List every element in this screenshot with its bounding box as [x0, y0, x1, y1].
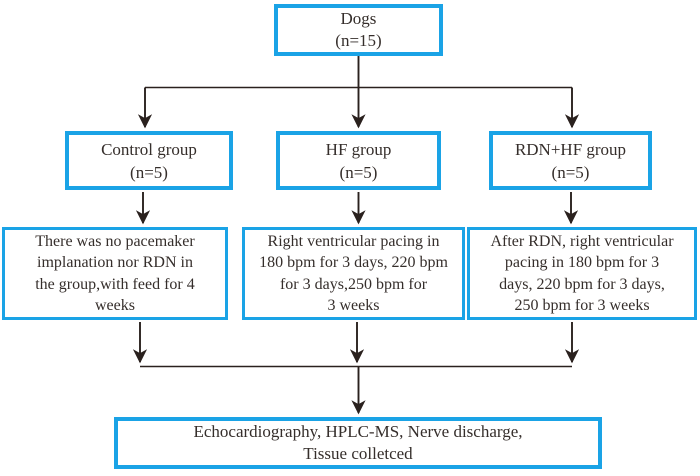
node-control-group: Control group (n=5): [65, 131, 233, 190]
node-rdn-hf-group: RDN+HF group (n=5): [489, 131, 652, 190]
node-rdn-hf-protocol: After RDN, right ventricular pacing in 1…: [467, 227, 697, 320]
node-hf-protocol: Right ventricular pacing in 180 bpm for …: [242, 227, 465, 320]
node-dogs: Dogs (n=15): [274, 4, 443, 56]
node-control-protocol: There was no pacemaker implanation nor R…: [2, 227, 228, 320]
node-hf-group: HF group (n=5): [276, 131, 441, 190]
node-outcome-measures: Echocardiography, HPLC-MS, Nerve dischar…: [114, 417, 602, 469]
